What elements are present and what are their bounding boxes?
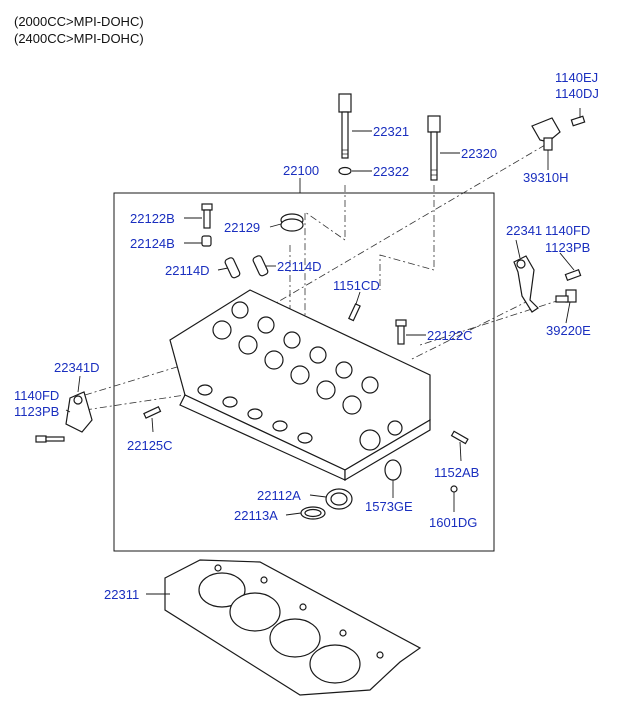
part-1140FD-bolt-right — [564, 269, 582, 281]
part-22113A-ring — [300, 506, 326, 520]
callout-39220E: 39220E — [546, 323, 591, 338]
part-22122B-bolt — [201, 203, 213, 229]
part-22311-head-gasket — [164, 559, 422, 696]
callout-22124B: 22124B — [130, 236, 175, 251]
engine-variant-2000cc: (2000CC>MPI-DOHC) — [14, 14, 144, 29]
callout-1601DG: 1601DG — [429, 515, 477, 530]
part-22100-cylinder-head — [169, 289, 431, 482]
callout-22114D-right: 22114D — [277, 259, 322, 274]
callout-22125C: 22125C — [127, 438, 173, 453]
part-22124B-dowel — [201, 235, 212, 247]
part-22322-washer — [338, 166, 352, 176]
part-22114D-sleeve-right — [252, 255, 269, 277]
callout-22113A: 22113A — [234, 508, 278, 523]
part-1151CD-pin — [348, 303, 361, 322]
part-22320-long-bolt — [427, 115, 441, 181]
callout-1140DJ: 1140DJ — [555, 86, 599, 101]
callout-1140FD-left: 1140FD — [14, 388, 59, 403]
callout-22129: 22129 — [224, 220, 260, 235]
callout-1140EJ: 1140EJ — [555, 70, 598, 85]
part-1573GE-seal — [384, 459, 402, 481]
part-22112A-oil-seal — [325, 488, 353, 510]
callout-39310H: 39310H — [523, 170, 569, 185]
part-22114D-sleeve-left — [224, 257, 241, 279]
callout-1123PB-left: 1123PB — [14, 404, 59, 419]
engine-variant-2400cc: (2400CC>MPI-DOHC) — [14, 31, 144, 46]
callout-22321: 22321 — [373, 124, 409, 139]
callout-22112A: 22112A — [257, 488, 301, 503]
callout-22122C: 22122C — [427, 328, 473, 343]
callout-1151CD: 1151CD — [333, 278, 380, 293]
callout-22322: 22322 — [373, 164, 409, 179]
callout-22320: 22320 — [461, 146, 497, 161]
part-22321-head-bolt — [338, 93, 352, 159]
part-22341D-bracket-left — [65, 391, 93, 433]
callout-22100: 22100 — [283, 163, 319, 178]
callout-22341D: 22341D — [54, 360, 100, 375]
assembly-frame — [113, 192, 495, 552]
part-22125C-pin — [143, 406, 162, 419]
callout-22122B: 22122B — [130, 211, 175, 226]
part-39220E-sensor — [555, 289, 577, 303]
part-22341-bracket-right — [513, 255, 539, 313]
callout-1123PB-right: 1123PB — [545, 240, 590, 255]
part-1601DG-ball — [450, 485, 458, 493]
callout-22311: 22311 — [104, 587, 139, 602]
callout-labels: 22321 22322 22320 22100 1140EJ 1140DJ 39… — [14, 70, 599, 602]
callout-1573GE: 1573GE — [365, 499, 413, 514]
callout-1152AB: 1152AB — [434, 465, 479, 480]
callout-22341-right: 22341 — [506, 223, 542, 238]
leader-lines — [65, 108, 581, 595]
callout-1140FD-right: 1140FD — [545, 223, 590, 238]
callout-22114D-left: 22114D — [165, 263, 210, 278]
part-22122C-bolt — [395, 319, 407, 345]
part-22129-plug — [280, 213, 304, 232]
part-1152AB-pin — [450, 430, 469, 445]
part-39310H-cam-sensor — [531, 115, 586, 151]
part-1140FD-bolt-left — [35, 435, 65, 443]
